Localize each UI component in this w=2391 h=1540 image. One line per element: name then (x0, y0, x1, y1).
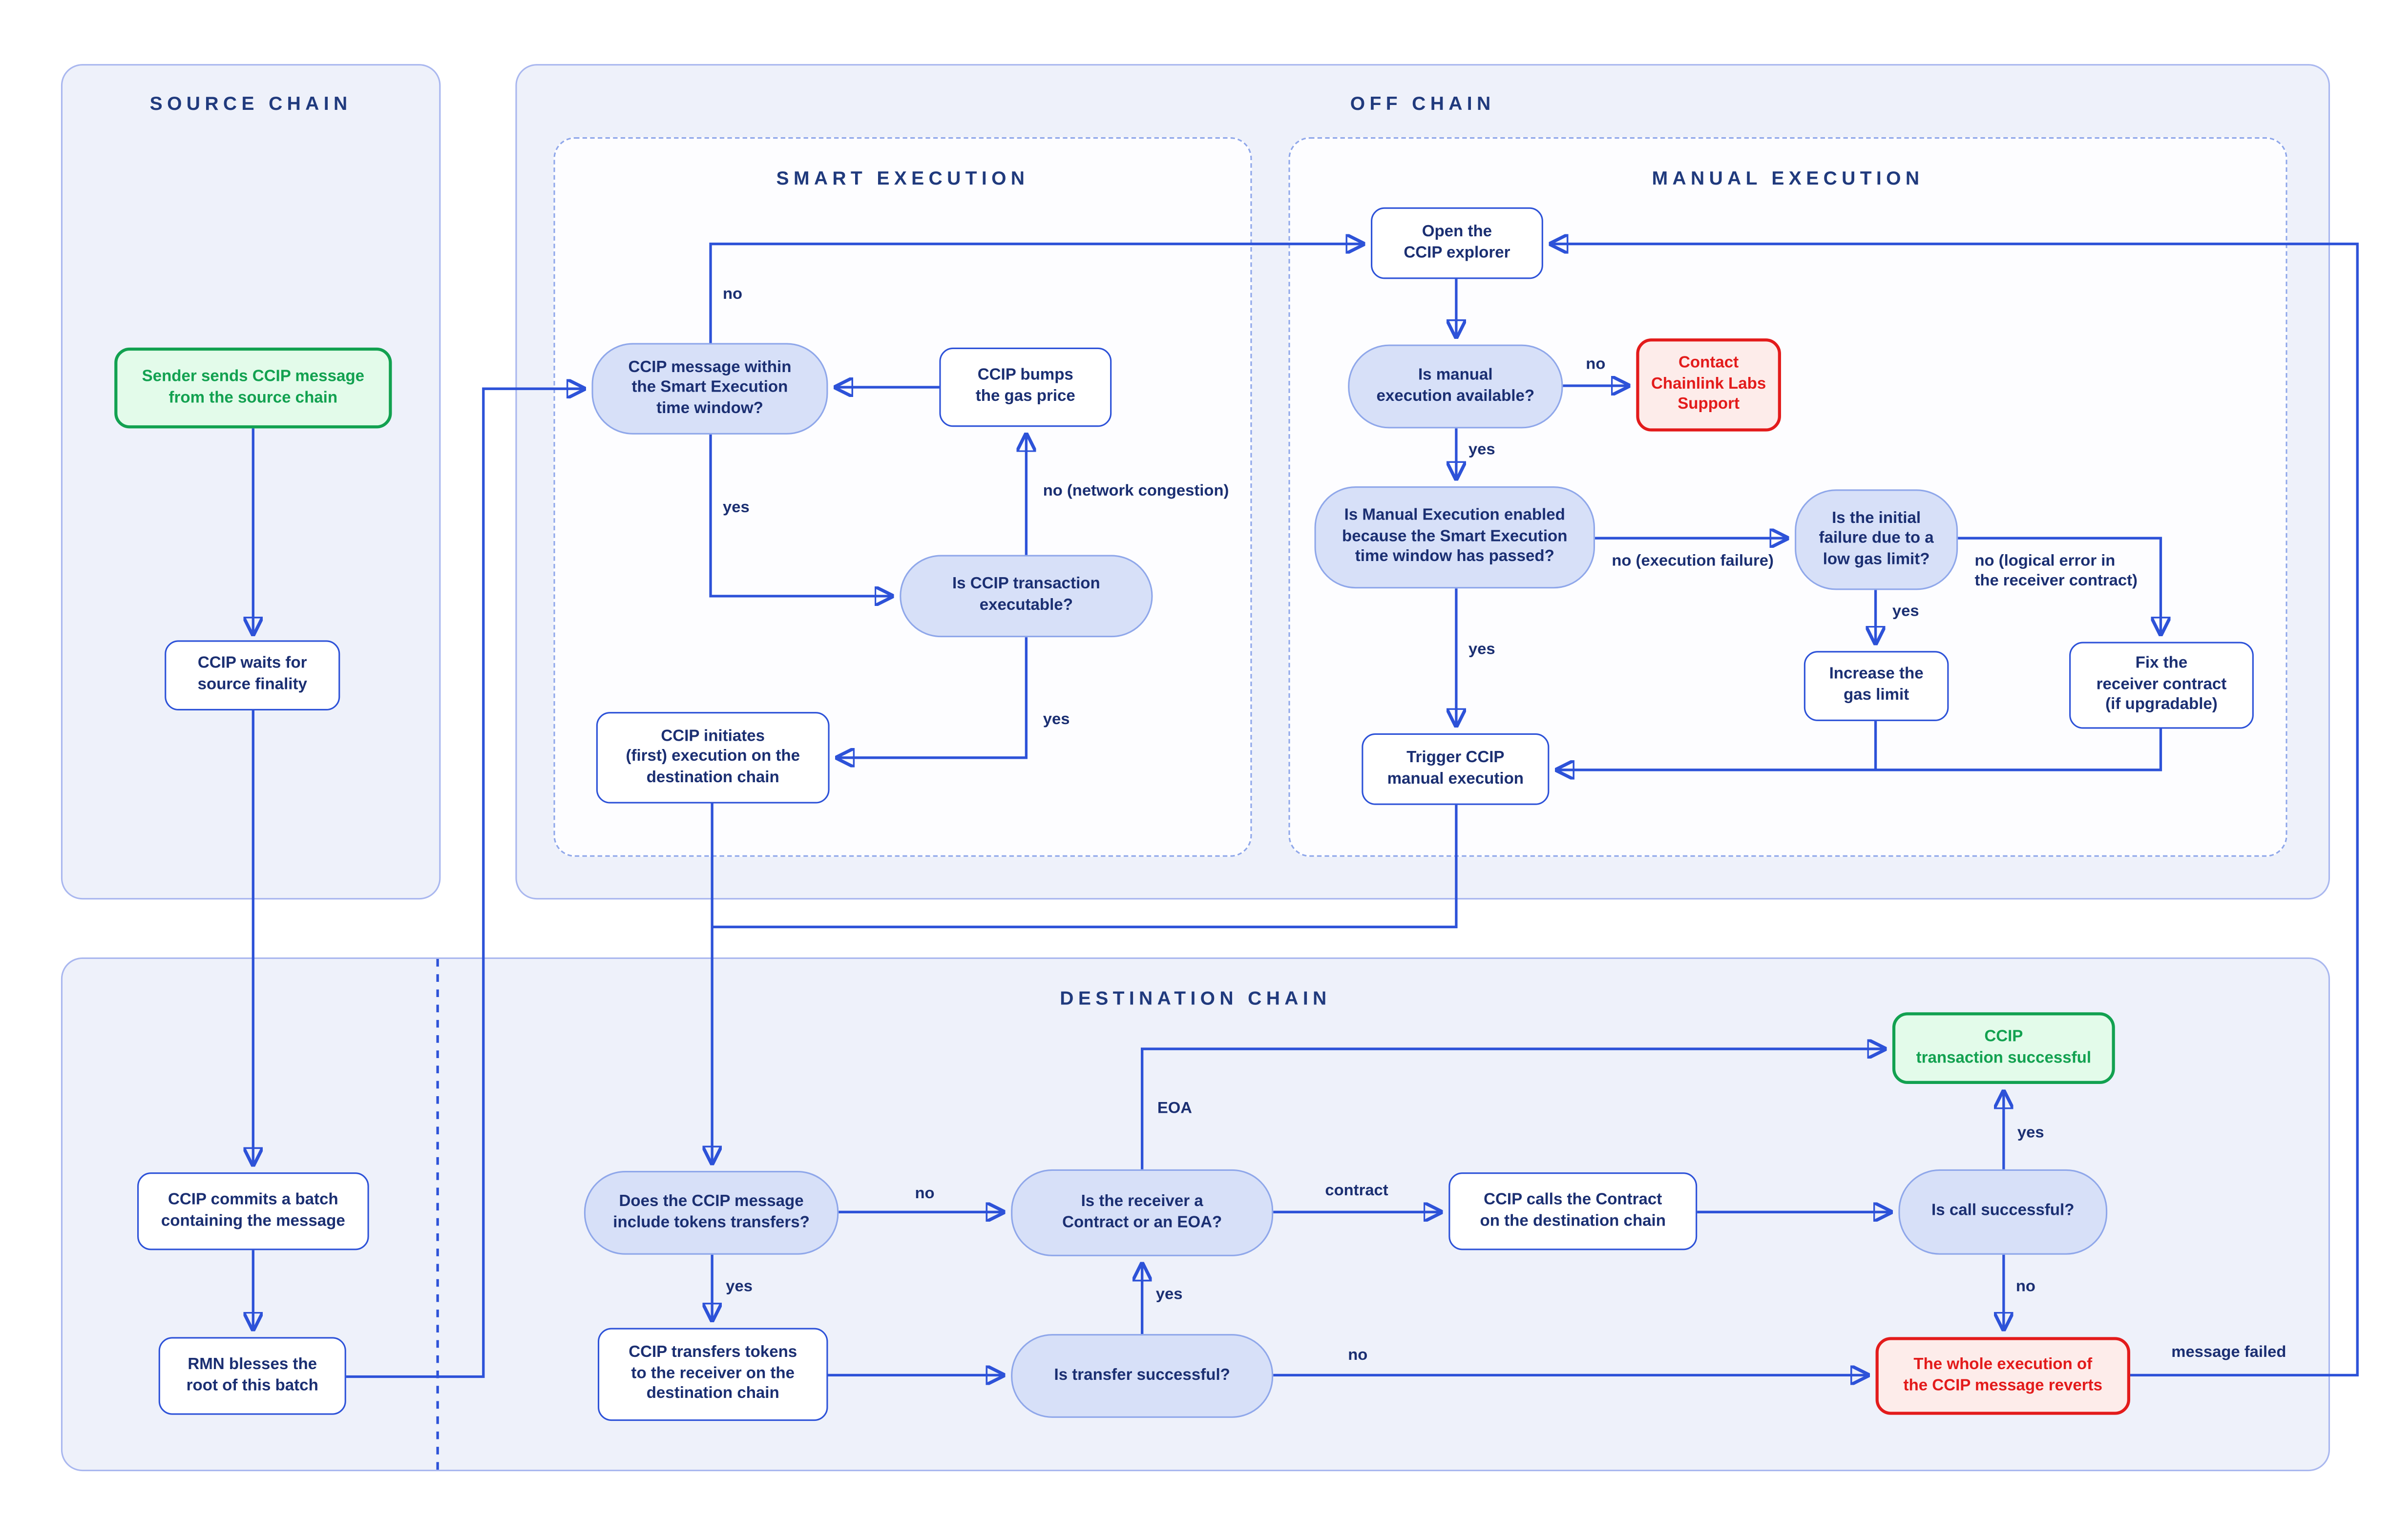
node-is-manual-enabled-window-passed: Is Manual Execution enabled because the … (1314, 486, 1595, 589)
node-ccip-initiates-execution: CCIP initiates (first) execution on the … (596, 712, 830, 804)
node-ccip-transfers-tokens: CCIP transfers tokens to the receiver on… (597, 1328, 828, 1421)
edge-msg-window-yes-to-executable (709, 434, 892, 596)
label-yes-transfer: yes (1155, 1285, 1183, 1304)
label-yes-smart: yes (723, 499, 750, 517)
node-ccip-waits-finality: CCIP waits for source finality (165, 640, 340, 711)
node-ccip-bumps-gas: CCIP bumps the gas price (939, 347, 1112, 427)
label-no-logical-error: no (logical error in the receiver contra… (1974, 552, 2138, 590)
node-rmn-blesses-root: RMN blesses the root of this batch (158, 1337, 346, 1415)
edge-trigger-to-tokens-merge (712, 805, 1458, 929)
edge-fix-receiver-to-trigger (1557, 728, 2162, 770)
edge-executable-yes-to-initiates (837, 637, 1028, 758)
node-includes-token-transfers: Does the CCIP message include tokens tra… (584, 1171, 839, 1255)
node-is-transfer-successful: Is transfer successful? (1011, 1334, 1274, 1418)
source-chain-panel: SOURCE CHAIN (61, 64, 441, 900)
destination-chain-title: DESTINATION CHAIN (1060, 988, 1331, 1010)
node-receiver-contract-or-eoa: Is the receiver a Contract or an EOA? (1011, 1169, 1274, 1256)
edge-initial-failure-no-to-fix-receiver (1958, 537, 2160, 634)
smart-execution-title: SMART EXECUTION (776, 167, 1029, 189)
label-yes-gas: yes (1892, 602, 1919, 621)
node-msg-within-window: CCIP message within the Smart Execution … (591, 343, 828, 435)
node-contact-chainlink-support: Contact Chainlink Labs Support (1636, 338, 1781, 432)
node-ccip-commits-batch: CCIP commits a batch containing the mess… (137, 1172, 369, 1250)
node-open-ccip-explorer: Open the CCIP explorer (1371, 207, 1543, 279)
node-whole-execution-reverts: The whole execution of the CCIP message … (1875, 1337, 2130, 1415)
node-trigger-manual-execution: Trigger CCIP manual execution (1362, 733, 1550, 805)
node-ccip-calls-contract: CCIP calls the Contract on the destinati… (1448, 1172, 1698, 1250)
manual-execution-title: MANUAL EXECUTION (1652, 167, 1924, 189)
edge-msg-window-no-to-open-explorer (709, 244, 1363, 343)
label-no-network-congestion: no (network congestion) (1043, 481, 1229, 500)
label-no-transfer: no (1348, 1346, 1368, 1365)
edge-rmn-to-msg-window (346, 389, 584, 1378)
label-no-tokens: no (915, 1185, 935, 1203)
edge-receiver-type-eoa-to-tx-success (1141, 1049, 1885, 1169)
source-chain-title: SOURCE CHAIN (149, 93, 352, 115)
label-no-smart: no (723, 285, 743, 304)
node-ccip-transaction-successful: CCIP transaction successful (1892, 1012, 2115, 1084)
label-no-call: no (2015, 1277, 2035, 1296)
label-no-manual: no (1586, 355, 1606, 374)
node-sender-sends-message: Sender sends CCIP message from the sourc… (114, 347, 392, 429)
label-contract: contract (1325, 1181, 1388, 1200)
label-yes-tokens: yes (726, 1277, 753, 1296)
label-yes-call: yes (2017, 1124, 2044, 1142)
off-chain-title: OFF CHAIN (1350, 93, 1495, 115)
node-is-call-successful: Is call successful? (1898, 1169, 2108, 1255)
node-fix-receiver-contract: Fix the receiver contract (if upgradable… (2069, 642, 2254, 729)
node-is-manual-available: Is manual execution available? (1348, 344, 1563, 429)
node-is-tx-executable: Is CCIP transaction executable? (900, 555, 1153, 638)
label-eoa: EOA (1157, 1099, 1192, 1118)
label-yes-manual: yes (1468, 440, 1495, 459)
edge-reverts-message-failed-to-open-explorer (1551, 244, 2359, 1377)
label-message-failed: message failed (2171, 1343, 2286, 1362)
node-initial-failure-low-gas: Is the initial failure due to a low gas … (1795, 489, 1958, 590)
label-yes-executable: yes (1043, 710, 1070, 729)
label-yes-window: yes (1468, 640, 1495, 659)
label-no-execution-failure: no (execution failure) (1612, 552, 1774, 570)
node-increase-gas-limit: Increase the gas limit (1804, 651, 1949, 721)
